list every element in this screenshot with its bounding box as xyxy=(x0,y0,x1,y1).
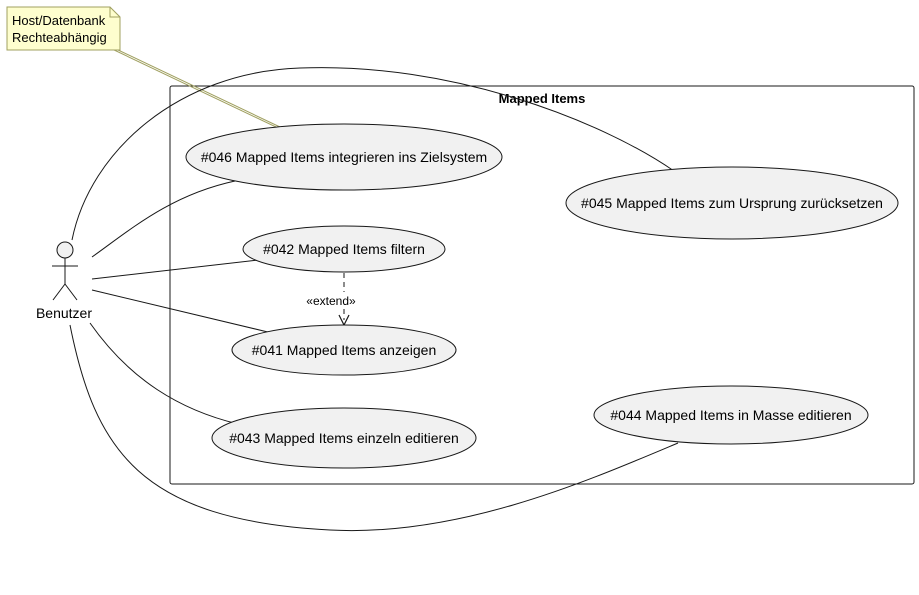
use-case-042[interactable]: #042 Mapped Items filtern xyxy=(242,225,446,273)
boundary-title: Mapped Items xyxy=(499,91,586,106)
use-case-label: #042 Mapped Items filtern xyxy=(263,241,425,257)
note: Host/Datenbank Rechteabhängig xyxy=(6,6,121,51)
use-case-label: #043 Mapped Items einzeln editieren xyxy=(229,430,459,446)
use-case-label: #046 Mapped Items integrieren ins Zielsy… xyxy=(201,149,487,165)
use-case-label: #044 Mapped Items in Masse editieren xyxy=(610,407,851,423)
note-connector-2 xyxy=(115,48,281,128)
use-case-043[interactable]: #043 Mapped Items einzeln editieren xyxy=(211,407,477,469)
association-uc041 xyxy=(91,289,273,334)
use-case-label: #041 Mapped Items anzeigen xyxy=(252,342,436,358)
note-connector xyxy=(111,48,277,128)
association-uc043 xyxy=(89,322,239,425)
use-case-046[interactable]: #046 Mapped Items integrieren ins Zielsy… xyxy=(185,123,503,191)
use-case-label: #045 Mapped Items zum Ursprung zurückset… xyxy=(581,195,883,211)
use-case-044[interactable]: #044 Mapped Items in Masse editieren xyxy=(593,385,869,445)
extend-stereotype: «extend» xyxy=(306,294,356,308)
association-uc045 xyxy=(71,67,675,241)
actor-head-icon xyxy=(56,241,74,259)
associations xyxy=(69,67,679,532)
note-line-2: Rechteabhängig xyxy=(12,30,107,45)
use-case-045[interactable]: #045 Mapped Items zum Ursprung zurückset… xyxy=(565,166,899,240)
actor-benutzer[interactable] xyxy=(52,241,78,301)
actor-label: Benutzer xyxy=(36,305,92,321)
note-line-1: Host/Datenbank xyxy=(12,13,106,28)
use-case-041[interactable]: #041 Mapped Items anzeigen xyxy=(231,324,457,376)
association-uc046 xyxy=(91,180,236,258)
association-uc044 xyxy=(69,324,679,532)
system-boundary xyxy=(169,85,915,485)
association-uc042 xyxy=(91,259,259,280)
